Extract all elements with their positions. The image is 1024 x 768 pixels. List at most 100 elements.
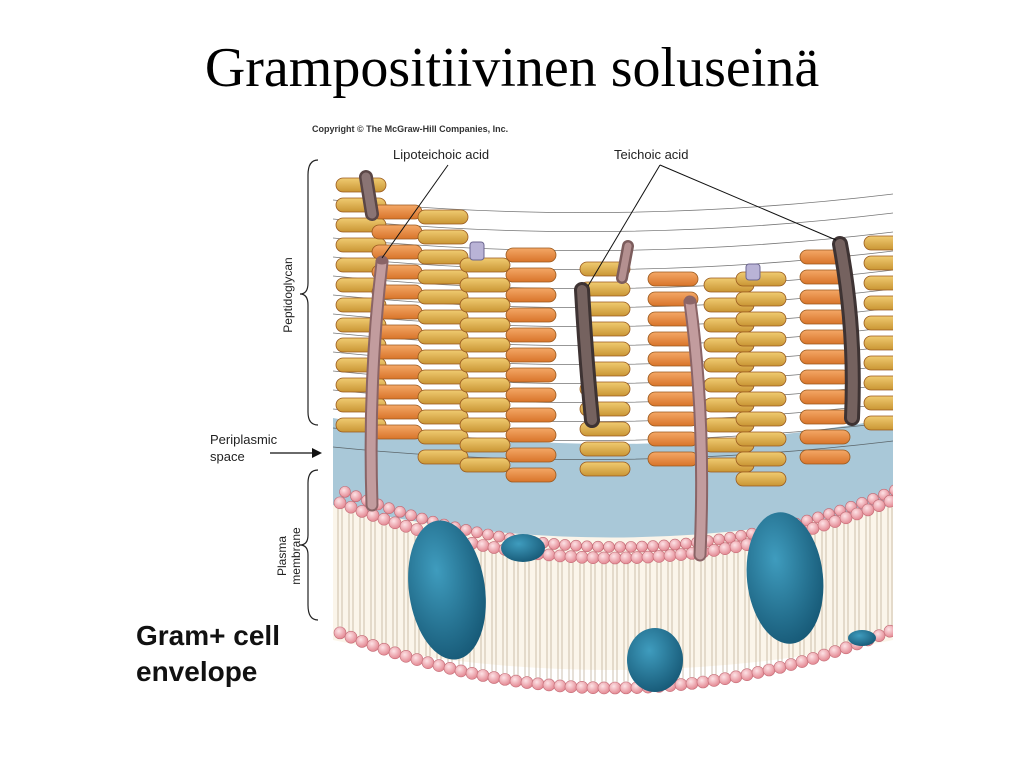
lipid-head <box>685 677 699 690</box>
lipid-head <box>586 551 600 565</box>
membrane-protein <box>408 520 486 660</box>
lipid-head <box>383 502 395 515</box>
glycan-block <box>505 347 557 363</box>
lipid-head <box>669 538 681 551</box>
lipid-head <box>454 664 468 678</box>
label-plasma-membrane-line1: Plasma <box>275 536 289 577</box>
lipid-head <box>674 548 688 561</box>
glycan-block <box>505 287 557 303</box>
lipid-head <box>350 490 362 503</box>
glycan-block <box>505 307 557 323</box>
lipid-head <box>520 676 534 689</box>
glycan-block <box>505 407 557 423</box>
lipid-head <box>575 550 589 564</box>
glycan-block <box>417 229 469 245</box>
label-lipoteichoic-acid: Lipoteichoic acid <box>393 147 490 162</box>
glycan-block <box>799 329 851 345</box>
membrane-protein <box>627 628 683 692</box>
glycan-block <box>371 424 423 440</box>
glycan-block <box>735 351 787 367</box>
glycan-block <box>459 277 511 293</box>
glycan-block <box>459 437 511 453</box>
glycan-block <box>459 297 511 313</box>
membrane-protein <box>746 512 824 644</box>
lipid-head <box>487 541 501 554</box>
peptidoglycan-layer <box>333 177 893 487</box>
glycan-block <box>459 317 511 333</box>
lipid-head <box>399 520 413 533</box>
lipid-head <box>707 544 721 557</box>
lipid-head <box>432 659 446 672</box>
lipid-head <box>377 642 391 656</box>
lipid-head <box>388 516 402 530</box>
glycan-block <box>417 249 469 265</box>
lipid-head <box>762 663 776 677</box>
glycan-block <box>505 247 557 263</box>
lipid-head <box>405 509 417 522</box>
lipid-head <box>707 674 721 687</box>
lipid-head <box>399 650 413 663</box>
lipid-head <box>817 648 831 662</box>
lipid-head <box>729 670 743 684</box>
glycan-block <box>735 471 787 487</box>
lipid-head <box>559 539 571 551</box>
glycan-block <box>735 411 787 427</box>
lipid-head <box>883 624 893 638</box>
lipid-head <box>718 672 732 686</box>
glycan-block <box>505 447 557 463</box>
glycan-block <box>863 315 893 331</box>
periplasmic-arrow <box>270 448 322 458</box>
lipid-head <box>652 550 666 563</box>
lipid-head <box>416 512 428 525</box>
glycan-block <box>417 429 469 445</box>
lipid-head <box>564 550 578 563</box>
glycan-block <box>735 271 787 287</box>
lipid-head <box>839 511 853 525</box>
lipid-head <box>355 505 369 518</box>
glycan-block <box>459 457 511 473</box>
label-plasma-membrane: Plasma membrane <box>275 516 303 596</box>
lipid-head <box>625 541 637 553</box>
glycan-block <box>735 451 787 467</box>
lipid-head <box>586 681 600 695</box>
glycan-block <box>459 357 511 373</box>
lipid-head <box>377 512 391 526</box>
lipid-head <box>784 658 798 671</box>
lipid-head <box>614 541 626 553</box>
teichoic-acid-caps <box>469 241 761 281</box>
lipid-head <box>806 652 820 665</box>
lipid-head <box>674 678 688 691</box>
lipid-head <box>553 549 567 563</box>
glycan-block <box>647 411 699 427</box>
lipid-head <box>482 528 494 541</box>
glycan-block <box>647 271 699 287</box>
lipid-head <box>493 530 505 543</box>
lipid-head <box>339 486 351 498</box>
glycan-block <box>505 427 557 443</box>
glycan-block <box>505 467 557 483</box>
lipid-head <box>575 680 589 694</box>
label-gram-positive-envelope: Gram+ cell envelope <box>136 618 336 690</box>
lipid-head <box>740 668 754 682</box>
lipid-head <box>603 541 615 553</box>
glycan-block <box>863 275 893 291</box>
glycan-block <box>417 349 469 365</box>
lipid-head <box>531 677 545 691</box>
lipid-head <box>597 551 611 565</box>
lipid-head <box>581 540 593 553</box>
lipid-head <box>729 540 743 554</box>
lipid-head <box>344 630 358 644</box>
lipid-head <box>630 551 644 564</box>
lipid-head <box>889 484 893 496</box>
lipid-head <box>658 539 670 552</box>
glycan-block <box>799 349 851 365</box>
glycan-block <box>579 461 631 477</box>
glycan-block <box>647 391 699 407</box>
lipoteichoic-acid-rods <box>364 255 709 562</box>
membrane-proteins <box>408 512 876 692</box>
lipid-head <box>872 499 886 512</box>
lipid-head <box>542 678 556 692</box>
lipid-head <box>828 515 842 528</box>
lipid-head <box>839 641 853 655</box>
